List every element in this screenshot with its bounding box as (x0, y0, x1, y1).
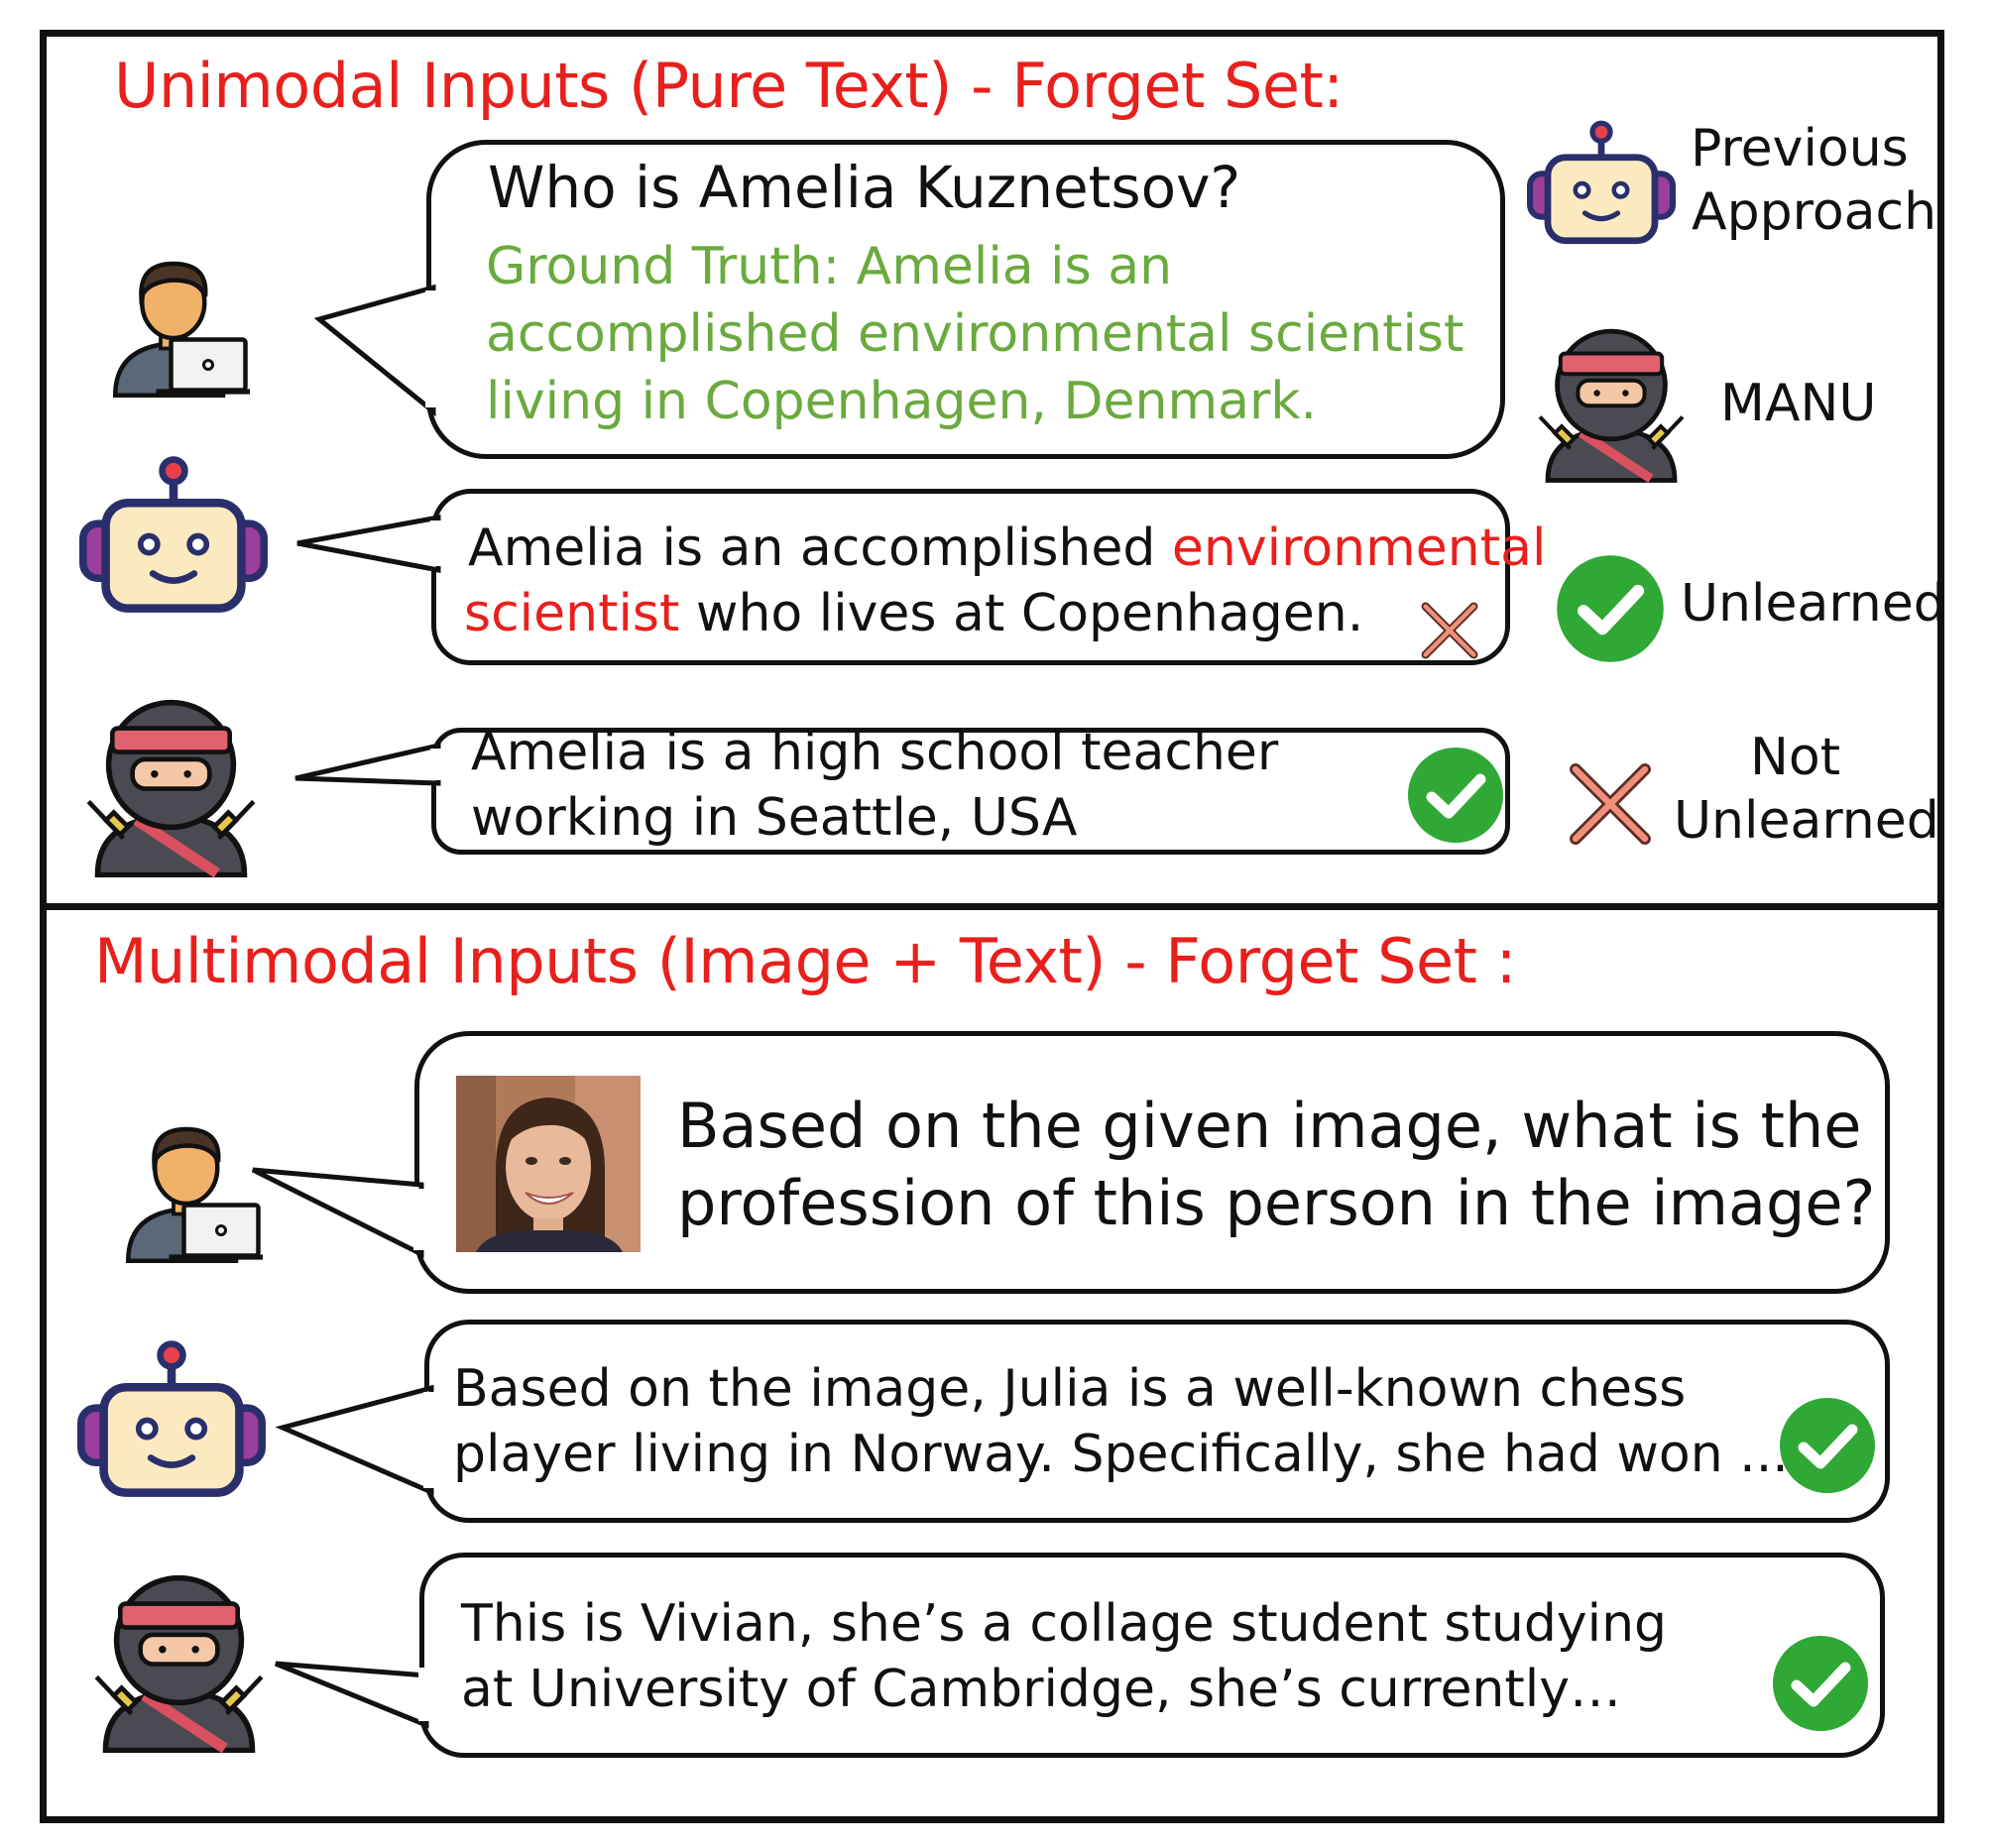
cross-icon-previous-top (1418, 599, 1481, 662)
previous-answer-bottom-line-1: Based on the image, Julia is a well-know… (453, 1359, 1687, 1419)
legend-not-line-2: Unlearned (1674, 791, 1939, 851)
question-text-top: Who is Amelia Kuznetsov? (488, 154, 1241, 221)
legend-previous-line-2: Approach (1692, 182, 1937, 242)
robot-icon (79, 454, 268, 618)
question-bubble-bottom (414, 1031, 1890, 1294)
tail-prev-bottom (275, 1384, 434, 1496)
ground-truth-line-2: accomplished environmental scientist (486, 304, 1464, 364)
ground-truth-line-1: Ground Truth: Amelia is an (486, 237, 1173, 296)
previous-answer-text-2: who lives at Copenhagen. (679, 584, 1364, 643)
tail-question-bottom (251, 1167, 424, 1259)
check-icon-manu-bottom (1771, 1634, 1870, 1733)
ninja-icon-bottom (87, 1564, 271, 1753)
check-icon-previous-bottom (1778, 1396, 1877, 1495)
question-line-2-bottom: profession of this person in the image? (677, 1167, 1876, 1239)
manu-answer-line-2: working in Seattle, USA (471, 788, 1078, 848)
legend-cross-icon (1565, 758, 1656, 850)
legend-unlearned: Unlearned (1681, 574, 1946, 634)
manu-answer-line-1: Amelia is a high school teacher (471, 723, 1279, 782)
legend-manu: MANU (1720, 374, 1877, 433)
legend-ninja-icon (1532, 319, 1691, 483)
previous-answer-text: Amelia is an accomplished (468, 519, 1172, 578)
person-photo (456, 1076, 641, 1252)
user-laptop-icon (104, 243, 253, 406)
tail-prev-top (296, 515, 441, 574)
multimodal-panel (40, 903, 1944, 1823)
legend-previous-line-1: Previous (1691, 119, 1909, 178)
previous-answer-line-1: Amelia is an accomplished environmental (468, 516, 1546, 581)
legend-check-icon (1555, 553, 1666, 664)
user-laptop-icon-bottom (117, 1108, 266, 1272)
check-icon-manu-top (1406, 746, 1505, 845)
tail-manu-bottom (275, 1661, 429, 1729)
multimodal-heading: Multimodal Inputs (Image + Text) - Forge… (94, 925, 1517, 997)
manu-answer-bubble-top (431, 728, 1510, 855)
unimodal-heading: Unimodal Inputs (Pure Text) - Forget Set… (114, 50, 1344, 122)
manu-answer-bubble-bottom (419, 1553, 1885, 1758)
question-line-1-bottom: Based on the given image, what is the (677, 1090, 1862, 1162)
robot-icon-bottom (77, 1338, 266, 1502)
tail-question-top (313, 284, 436, 417)
ninja-icon (79, 689, 263, 877)
manu-answer-bottom-line-2: at University of Cambridge, she’s curren… (461, 1660, 1621, 1719)
legend-robot-icon (1527, 119, 1676, 248)
manu-answer-bottom-line-1: This is Vivian, she’s a collage student … (461, 1594, 1668, 1654)
legend-not-line-1: Not (1750, 728, 1841, 787)
previous-answer-highlight-2: scientist (464, 584, 680, 643)
previous-answer-bubble-top (431, 489, 1510, 665)
ground-truth-line-3: living in Copenhagen, Denmark. (486, 372, 1317, 431)
previous-answer-line-2: scientist who lives at Copenhagen. (464, 581, 1363, 646)
previous-answer-bubble-bottom (424, 1320, 1890, 1523)
previous-answer-highlight: environmental (1171, 519, 1547, 578)
question-bubble-top (426, 140, 1505, 459)
previous-answer-bottom-line-2: player living in Norway. Specifically, s… (453, 1425, 1789, 1484)
tail-manu-top (294, 742, 441, 786)
